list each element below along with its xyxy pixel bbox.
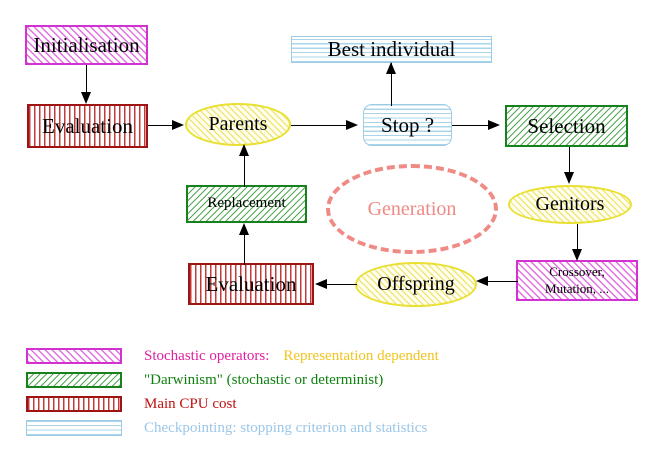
connector-stop-to-selection bbox=[452, 125, 492, 127]
legend-swatch-stochastic-operators bbox=[26, 348, 122, 364]
legend: Stochastic operators: Representation depe… bbox=[26, 344, 626, 440]
arrowhead-down-initialisation bbox=[81, 92, 91, 104]
node-parents[interactable]: Parents bbox=[185, 103, 291, 146]
connector-stop-to-best-individual bbox=[391, 63, 393, 106]
connector-crossover-to-offspring bbox=[482, 281, 518, 283]
arrowhead-right-stop bbox=[346, 120, 358, 130]
connector-genitors-to-crossover bbox=[577, 224, 579, 258]
legend-swatch-main-cpu-cost bbox=[26, 396, 122, 412]
legend-swatch-darwinism bbox=[26, 372, 122, 388]
legend-text-secondary: Representation dependent bbox=[283, 347, 439, 364]
node-offspring[interactable]: Offspring bbox=[355, 262, 477, 307]
arrowhead-left-offspring bbox=[476, 276, 488, 286]
legend-swatch-checkpointing bbox=[26, 420, 122, 436]
connector-offspring-to-evaluation bbox=[322, 284, 357, 286]
node-initialisation[interactable]: Initialisation bbox=[25, 25, 148, 65]
node-genitors[interactable]: Genitors bbox=[508, 185, 632, 224]
legend-row: Main CPU cost bbox=[26, 392, 626, 416]
node-evaluation-top[interactable]: Evaluation bbox=[27, 104, 148, 148]
connector-selection-to-genitors bbox=[569, 147, 571, 181]
connector-initialisation-to-evaluation bbox=[86, 65, 88, 97]
arrowhead-up-best-individual bbox=[386, 62, 396, 74]
arrowhead-down-genitors bbox=[564, 172, 574, 184]
connector-replacement-to-parents bbox=[244, 146, 246, 187]
legend-row: Checkpointing: stopping criterion and st… bbox=[26, 416, 626, 440]
legend-row: Stochastic operators: Representation depe… bbox=[26, 344, 626, 368]
legend-label-main-cpu-cost: Main CPU cost bbox=[144, 395, 237, 412]
node-crossover-mutation[interactable]: Crossover, Mutation, ... bbox=[516, 260, 638, 301]
arrowhead-left-evaluation-bottom bbox=[315, 279, 327, 289]
arrowhead-right-selection bbox=[488, 120, 500, 130]
node-evaluation-bottom[interactable]: Evaluation bbox=[188, 263, 314, 305]
arrowhead-up-replacement bbox=[239, 223, 249, 235]
arrowhead-down-crossover bbox=[572, 249, 582, 261]
legend-label-darwinism: "Darwinism" (stochastic or determinist) bbox=[144, 371, 384, 388]
node-stop[interactable]: Stop ? bbox=[363, 104, 452, 146]
node-selection[interactable]: Selection bbox=[505, 105, 628, 147]
node-generation-marker: Generation bbox=[326, 164, 498, 254]
legend-label-checkpointing: Checkpointing: stopping criterion and st… bbox=[144, 419, 428, 436]
arrowhead-right-parents bbox=[172, 120, 184, 130]
connector-evaluation-to-replacement bbox=[244, 225, 246, 265]
connector-evaluation-to-parents bbox=[148, 125, 178, 127]
arrowhead-up-parents bbox=[239, 144, 249, 156]
legend-text-primary: Stochastic operators: bbox=[144, 347, 270, 364]
legend-label-stochastic-operators: Stochastic operators: Representation depe… bbox=[144, 348, 439, 365]
node-replacement[interactable]: Replacement bbox=[186, 185, 307, 223]
legend-row: "Darwinism" (stochastic or determinist) bbox=[26, 368, 626, 392]
node-best-individual[interactable]: Best individual bbox=[291, 36, 492, 63]
connector-parents-to-stop bbox=[291, 125, 351, 127]
